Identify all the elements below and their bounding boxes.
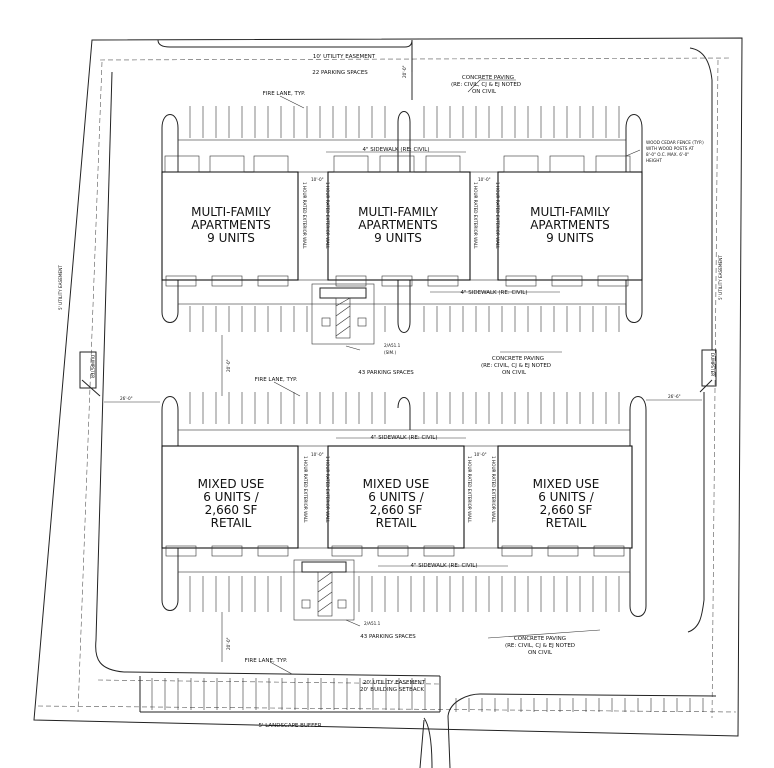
building-top-3-line3: 9 UNITS (546, 231, 594, 245)
dumpster-right-label: DUMPSTER (710, 353, 715, 376)
wall-dim-4: 10'-0" (474, 452, 487, 457)
dim-top: 20'-0" (402, 65, 407, 78)
building-bottom-3-line3: 2,660 SF (540, 503, 593, 517)
property-boundary (33, 37, 743, 737)
wall-dim-3: 10'-0" (311, 452, 324, 457)
sidewalk-label-3: 4" SIDEWALK (RE: CIVIL) (370, 435, 437, 441)
dim-left: 26'-0" (120, 396, 133, 401)
building-top-2-line1: MULTI-FAMILY (358, 205, 438, 219)
building-labels: MULTI-FAMILY APARTMENTS 9 UNITS MULTI-FA… (191, 205, 610, 530)
dumpster-ref-1-sim: (SIM.) (384, 350, 396, 355)
concrete-top-3: ON CIVIL (472, 89, 497, 95)
dim-mid: 20'-0" (226, 359, 231, 372)
building-top-1-line1: MULTI-FAMILY (191, 205, 271, 219)
wall-label-4: 1 HOUR RATED EXTERIOR WALL (495, 182, 500, 249)
dumpster-ref-1: 2/A51.1 (384, 343, 401, 348)
fire-lane-mid: FIRE LANE, TYP. (255, 377, 298, 383)
fence-note-1: WOOD CEDAR FENCE (TYP.) (646, 140, 704, 145)
concrete-mid-3: ON CIVIL (502, 370, 527, 376)
building-top-3-line1: MULTI-FAMILY (530, 205, 610, 219)
drive-curbs (81, 39, 717, 768)
parking-count-top: 22 PARKING SPACES (312, 70, 368, 76)
dumpster-left: DUMPSTER (79, 351, 97, 389)
dumpster-left-label: DUMPSTER (90, 355, 95, 378)
building-bottom-1-line3: 2,660 SF (205, 503, 258, 517)
building-bottom-2 (327, 445, 465, 557)
dim-right: 26'-6" (668, 394, 681, 399)
fence-note-2: WITH WOOD POSTS AT (646, 146, 694, 151)
wall-label-7: 1 HOUR RATED EXTERIOR WALL (467, 456, 472, 523)
concrete-mid-1: CONCRETE PAVING (492, 356, 544, 362)
building-bottom-3-line1: MIXED USE (533, 477, 600, 491)
building-top-1-line2: APARTMENTS (191, 218, 271, 232)
concrete-top-1: CONCRETE PAVING (462, 75, 514, 81)
wall-label-1: 1 HOUR RATED EXTERIOR WALL (302, 182, 307, 249)
building-top-2 (327, 155, 471, 287)
building-bottom-1-line4: RETAIL (211, 516, 252, 530)
building-top-3 (497, 155, 643, 287)
building-top-1-line3: 9 UNITS (207, 231, 255, 245)
utility-easement-left: 5' UTILITY EASEMENT (58, 265, 63, 310)
building-top-1 (161, 155, 299, 287)
concrete-bot-2: (RE: CIVIL, CJ & EJ NOTED (505, 643, 575, 649)
parking-count-mid: 43 PARKING SPACES (358, 370, 414, 376)
building-bottom-3 (497, 445, 633, 557)
fence-note-4: HEIGHT (646, 158, 662, 163)
building-bottom-2-line1: MIXED USE (363, 477, 430, 491)
concrete-bot-3: ON CIVIL (528, 650, 553, 656)
utility-easement-right: 5' UTILITY EASEMENT (718, 255, 723, 300)
dim-bottom: 20'-0" (226, 637, 231, 650)
building-top-3-line2: APARTMENTS (530, 218, 610, 232)
building-setback: 20' BUILDING SETBACK (360, 687, 424, 693)
building-bottom-1-line2: 6 UNITS / (203, 490, 260, 504)
wall-label-8: 1 HOUR RATED EXTERIOR WALL (491, 456, 496, 523)
concrete-bot-1: CONCRETE PAVING (514, 636, 566, 642)
parking-islands (161, 111, 647, 617)
building-bottom-1-line1: MIXED USE (198, 477, 265, 491)
utility-easement-bottom: 20' UTILITY EASEMENT (363, 680, 426, 686)
dumpster-enclosure-top (311, 283, 375, 345)
utility-easement-top: 10' UTILITY EASEMENT (313, 54, 376, 60)
building-bottom-1 (161, 445, 299, 557)
wall-label-5: 1 HOUR RATED EXTERIOR WALL (303, 456, 308, 523)
wall-label-6: 1 HOUR RATED EXTERIOR WALL (325, 456, 330, 523)
fire-lane-top: FIRE LANE, TYP. (263, 91, 306, 97)
building-bottom-3-line4: RETAIL (546, 516, 587, 530)
concrete-top-2: (RE: CIVIL, CJ & EJ NOTED (451, 82, 521, 88)
dumpster-ref-2: 2/A51.1 (364, 621, 381, 626)
building-bottom-3-line2: 6 UNITS / (538, 490, 595, 504)
wall-dim-1: 10'-0" (311, 177, 324, 182)
parking-stalls (151, 106, 704, 712)
landscape-buffer: 5' LANDSCAPE BUFFER (258, 723, 321, 729)
building-top-2-line2: APARTMENTS (358, 218, 438, 232)
concrete-mid-2: (RE: CIVIL, CJ & EJ NOTED (481, 363, 551, 369)
fence-note-3: 8'-0" O.C. MAX. 6'-0" (646, 152, 689, 157)
wall-dim-2: 10'-0" (478, 177, 491, 182)
dumpster-right: DUMPSTER (701, 349, 717, 387)
sidewalk-label-1: 4" SIDEWALK (RE: CIVIL) (362, 147, 429, 153)
wall-label-3: 1 HOUR RATED EXTERIOR WALL (473, 182, 478, 249)
parking-count-bottom: 43 PARKING SPACES (360, 634, 416, 640)
fire-lane-bot: FIRE LANE, TYP. (245, 658, 288, 664)
sidewalk-label-2: 4" SIDEWALK (RE: CIVIL) (460, 290, 527, 296)
wall-label-2: 1 HOUR RATED EXTERIOR WALL (325, 182, 330, 249)
plan-labels: 10' UTILITY EASEMENT 22 PARKING SPACES 2… (58, 54, 723, 729)
leaders (104, 72, 702, 675)
building-bottom-2-line4: RETAIL (376, 516, 417, 530)
dumpster-enclosure-bottom (293, 559, 355, 621)
rated-wall-labels: 1 HOUR RATED EXTERIOR WALL 1 HOUR RATED … (302, 177, 500, 523)
sidewalk-label-4: 4" SIDEWALK (RE: CIVIL) (410, 563, 477, 569)
building-bottom-2-line3: 2,660 SF (370, 503, 423, 517)
building-top-2-line3: 9 UNITS (374, 231, 422, 245)
building-bottom-2-line2: 6 UNITS / (368, 490, 425, 504)
